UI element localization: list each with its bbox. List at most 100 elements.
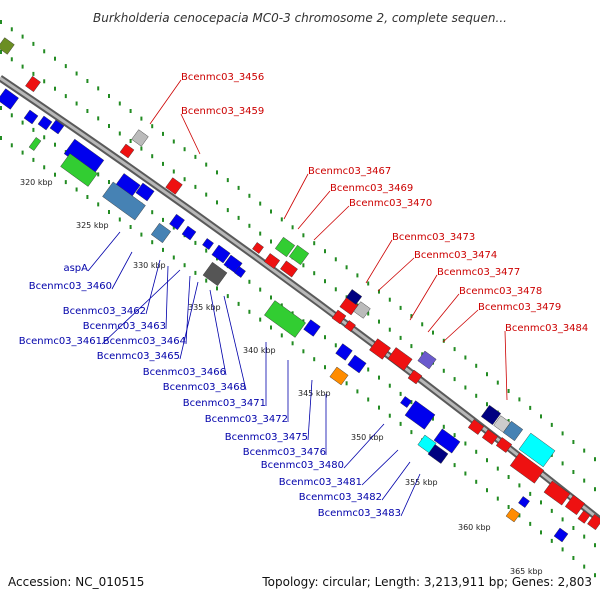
track-dot — [248, 193, 251, 198]
track-dot — [129, 225, 132, 229]
track-dot — [324, 279, 326, 284]
track-dot — [291, 341, 294, 346]
gene-block — [344, 320, 356, 332]
track-dot — [388, 297, 391, 302]
track-dot — [248, 223, 251, 228]
track-dot — [270, 325, 272, 330]
gene-block — [433, 428, 461, 454]
track-dot — [162, 161, 164, 166]
track-dot — [0, 50, 2, 54]
track-dot — [475, 449, 478, 454]
reverse-gene-label: Bcenmc03_3468 — [163, 382, 246, 393]
gene-block — [202, 238, 214, 250]
track-dot — [410, 430, 413, 435]
reverse-leader-line — [307, 379, 313, 441]
track-dot — [453, 433, 456, 438]
track-dot — [356, 389, 359, 394]
gene-features — [0, 37, 600, 543]
gene-block — [264, 300, 306, 338]
gene-block — [495, 437, 513, 453]
gene-block — [417, 350, 437, 370]
reverse-gene-label: Bcenmc03_3460 — [29, 281, 112, 292]
track-dot — [32, 157, 35, 162]
gene-block — [131, 129, 149, 147]
track-dot — [313, 241, 316, 246]
track-dot — [151, 154, 154, 159]
forward-leader-line — [409, 274, 438, 321]
track-dot — [561, 547, 564, 552]
reverse-gene-label: Bcenmc03_3463 — [83, 321, 166, 332]
track-dot — [378, 405, 380, 410]
track-dot — [464, 471, 467, 476]
track-dot — [259, 201, 262, 206]
track-dot — [0, 106, 2, 110]
map-title: Burkholderia cenocepacia MC0-3 chromosom… — [93, 11, 507, 25]
gene-block — [23, 109, 39, 125]
gene-block — [0, 88, 19, 110]
gene-block — [407, 369, 423, 385]
track-dot — [378, 289, 380, 294]
forward-gene-label: Bcenmc03_3479 — [478, 302, 561, 313]
scale-tick-label: 365 kbp — [510, 567, 543, 576]
track-dot — [270, 209, 272, 214]
track-dot — [453, 377, 456, 382]
track-dot — [259, 317, 262, 322]
track-dot — [32, 71, 35, 76]
scale-tick-label: 330 kbp — [133, 261, 166, 270]
track-dot — [572, 556, 575, 560]
track-dot — [550, 422, 553, 427]
track-dot — [151, 124, 154, 129]
track-dot — [475, 479, 478, 484]
track-dot — [108, 94, 110, 98]
track-dot — [324, 249, 326, 254]
track-dot — [367, 367, 370, 372]
forward-leader-line — [283, 173, 309, 220]
track-dot — [54, 86, 56, 91]
gene-block — [331, 309, 347, 325]
gene-block — [577, 510, 591, 524]
track-dot — [86, 109, 89, 113]
gene-block — [329, 366, 349, 386]
track-dot — [280, 217, 283, 222]
gene-block — [480, 404, 502, 426]
track-dot — [21, 150, 24, 155]
reverse-gene-label: Bcenmc03_3483 — [318, 508, 401, 519]
track-dot — [75, 71, 78, 76]
track-dot — [194, 154, 197, 159]
track-dot — [108, 180, 110, 184]
track-dot — [367, 311, 370, 316]
chromosome-backbone-highlight — [0, 76, 600, 522]
track-dot — [507, 419, 510, 423]
gene-block — [345, 289, 363, 305]
track-dot — [259, 231, 262, 236]
track-dot — [32, 127, 35, 132]
gene-block — [404, 400, 436, 430]
track-dot — [226, 208, 229, 213]
track-dot — [237, 301, 240, 306]
track-dot — [518, 483, 521, 488]
reverse-leader-line — [101, 269, 181, 345]
track-dot — [86, 79, 89, 83]
gene-block — [347, 354, 367, 374]
scale-tick-label: 320 kbp — [20, 178, 53, 187]
track-dot — [410, 314, 413, 319]
track-dot — [183, 147, 186, 152]
gene-block — [37, 115, 53, 131]
reverse-leader-line — [179, 281, 199, 360]
forward-gene-label: Bcenmc03_3467 — [308, 166, 391, 177]
track-dot — [0, 136, 2, 140]
track-dot — [248, 279, 251, 284]
track-dot — [540, 414, 542, 419]
track-dot — [270, 295, 272, 300]
reverse-leader-line — [145, 259, 161, 315]
track-dot — [367, 397, 370, 402]
track-dot — [43, 49, 46, 54]
reverse-gene-label: Bcenmc03_3461 — [19, 336, 102, 347]
reverse-leader-line — [223, 295, 247, 391]
track-dot — [64, 64, 67, 69]
track-dot — [97, 86, 100, 91]
track-dot — [313, 271, 316, 276]
track-dot — [226, 178, 229, 183]
track-dot — [464, 355, 467, 360]
track-dot — [453, 463, 456, 468]
